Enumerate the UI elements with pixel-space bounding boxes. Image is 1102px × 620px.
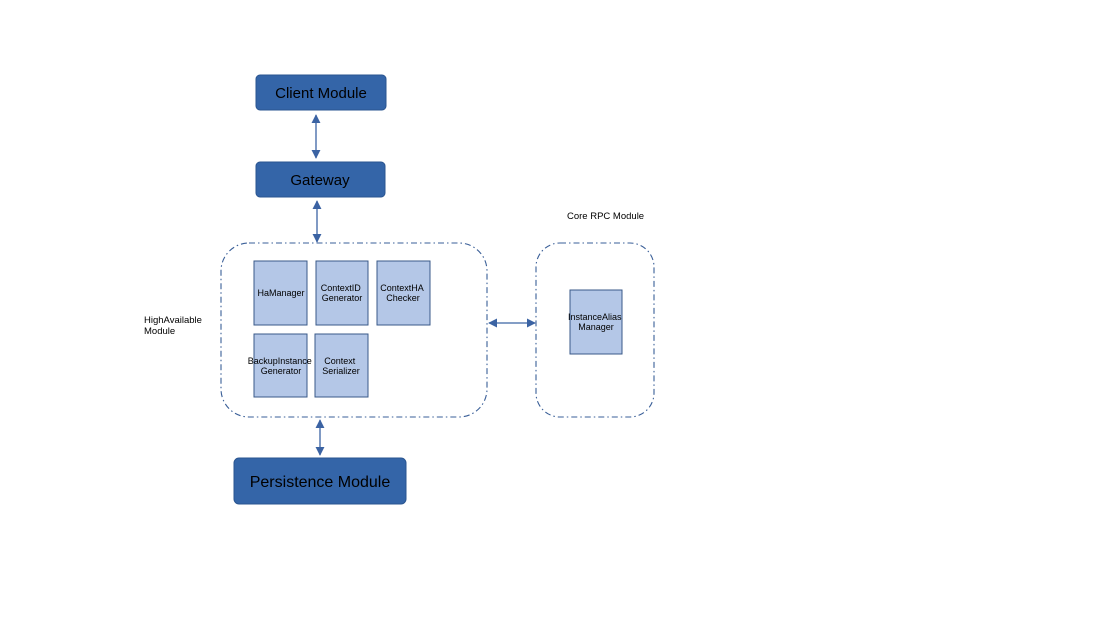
ha-manager-label: HaManager <box>257 288 304 298</box>
persistence-module-box <box>233 457 407 505</box>
ha-manager-box <box>253 260 308 326</box>
highavailable-label-line2: Module <box>144 326 175 337</box>
core-rpc-module: Core RPC Module InstanceAlias Manager <box>535 211 655 418</box>
context-ha-checker-label-line1: ContextHA <box>380 283 424 293</box>
instance-alias-manager-box <box>569 289 623 355</box>
client-module-box <box>255 74 387 111</box>
context-serializer-label-line2: Serializer <box>322 366 360 376</box>
instance-alias-manager-label-line1: InstanceAlias <box>568 312 622 322</box>
context-serializer-label: Context Serializer <box>322 356 360 376</box>
core-rpc-container <box>535 242 655 418</box>
context-serializer-box <box>314 333 369 398</box>
context-id-generator-label: ContextID Generator <box>321 283 364 303</box>
highavailable-container <box>220 242 488 418</box>
backup-instance-generator-label-line1: BackupInstance <box>248 356 312 366</box>
context-serializer-label-line1: Context <box>324 356 356 366</box>
instance-alias-manager-label: InstanceAlias Manager <box>568 312 624 332</box>
persistence-module: Persistence Module <box>233 457 407 505</box>
context-id-generator-label-line2: Generator <box>322 293 363 303</box>
context-ha-checker-box <box>376 260 431 326</box>
backup-instance-generator-box <box>253 333 308 398</box>
context-id-generator-box <box>315 260 369 326</box>
core-rpc-label: Core RPC Module <box>567 211 644 222</box>
backup-instance-generator-label-line2: Generator <box>261 366 302 376</box>
backup-instance-generator-label: BackupInstance Generator <box>248 356 315 376</box>
context-ha-checker-label-line2: Checker <box>386 293 420 303</box>
highavailable-label-line1: HighAvailable <box>144 315 202 326</box>
gateway-label: Gateway <box>290 172 350 189</box>
persistence-module-label: Persistence Module <box>250 474 391 491</box>
highavailable-module: HighAvailable Module HaManager ContextID… <box>144 242 488 418</box>
instance-alias-manager-label-line2: Manager <box>578 322 614 332</box>
client-module-label: Client Module <box>275 85 367 102</box>
client-module: Client Module <box>255 74 387 111</box>
gateway-module: Gateway <box>255 161 386 198</box>
gateway-box <box>255 161 386 198</box>
context-id-generator-label-line1: ContextID <box>321 283 362 293</box>
ha-manager-label-line1: HaManager <box>257 288 304 298</box>
context-ha-checker-label: ContextHA Checker <box>380 283 426 303</box>
highavailable-label: HighAvailable Module <box>144 315 205 337</box>
